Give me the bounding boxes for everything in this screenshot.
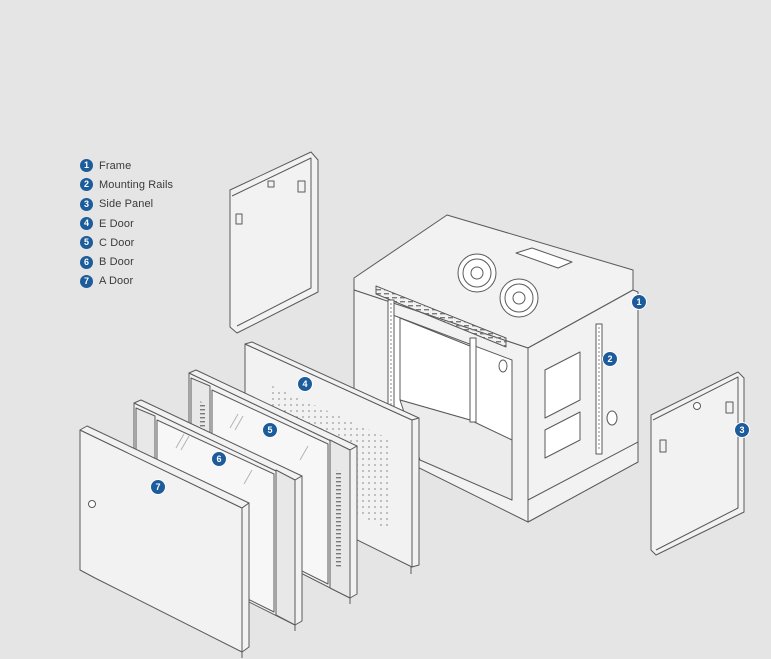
legend-badge: 7 xyxy=(80,274,93,288)
legend-item-frame: 1 Frame xyxy=(80,156,173,175)
callout-frame: 1 xyxy=(631,294,647,310)
legend-badge: 6 xyxy=(80,255,93,269)
legend-label: B Door xyxy=(99,256,134,269)
legend-item-c-door: 5 C Door xyxy=(80,233,173,252)
legend-item-side-panel: 3 Side Panel xyxy=(80,195,173,214)
callout-e-door: 4 xyxy=(297,376,313,392)
rear-side-panel xyxy=(229,151,319,334)
a-door xyxy=(79,425,250,658)
legend-badge: 3 xyxy=(80,197,93,211)
legend-badge: 1 xyxy=(80,159,93,173)
legend-label: Side Panel xyxy=(99,198,154,211)
glass-reflection xyxy=(175,413,309,485)
right-side-panel xyxy=(650,371,745,556)
legend-item-b-door: 6 B Door xyxy=(80,252,173,271)
legend-item-a-door: 7 A Door xyxy=(80,272,173,291)
callout-side-panel: 3 xyxy=(734,422,750,438)
legend-badge: 4 xyxy=(80,217,93,231)
legend-label: A Door xyxy=(99,275,134,288)
legend-item-mounting-rails: 2 Mounting Rails xyxy=(80,175,173,194)
legend-label: Mounting Rails xyxy=(99,178,174,191)
legend-label: Frame xyxy=(99,159,132,172)
legend-item-e-door: 4 E Door xyxy=(80,214,173,233)
legend-badge: 2 xyxy=(80,178,93,192)
callout-mounting-rails: 2 xyxy=(602,351,618,367)
legend-label: E Door xyxy=(99,217,134,230)
legend-label: C Door xyxy=(99,236,135,249)
callout-a-door: 7 xyxy=(150,479,166,495)
callout-c-door: 5 xyxy=(262,422,278,438)
cabinet-frame xyxy=(353,214,639,523)
callout-b-door: 6 xyxy=(211,451,227,467)
legend-badge: 5 xyxy=(80,236,93,250)
legend: 1 Frame 2 Mounting Rails 3 Side Panel 4 … xyxy=(80,156,173,291)
